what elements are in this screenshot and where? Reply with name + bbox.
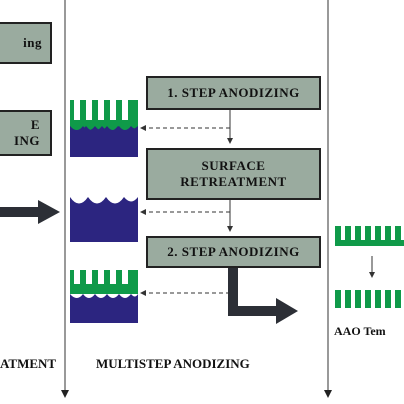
left-box-mid-line1: E xyxy=(30,116,40,132)
left-box-top-label: ing xyxy=(23,34,42,50)
template-strip-top xyxy=(335,226,404,246)
step-retreatment-line2: RETREATMENT xyxy=(180,174,287,189)
step-2-box: 2. STEP ANODIZING xyxy=(146,236,321,268)
template-strip-bottom xyxy=(335,290,404,308)
step-retreatment-line1: SURFACE xyxy=(201,157,266,173)
left-box-top: ing xyxy=(0,22,52,64)
middle-caption: MULTISTEP ANODIZING xyxy=(96,356,250,371)
step-retreatment-box: SURFACE RETREATMENT xyxy=(146,148,321,200)
right-caption: AAO Tem xyxy=(334,324,386,338)
connector-arrowheads xyxy=(140,125,146,296)
column-divider-left xyxy=(61,0,69,398)
step-2-label: 2. STEP ANODIZING xyxy=(167,243,300,259)
step-1-box: 1. STEP ANODIZING xyxy=(146,76,321,110)
sample-2-scalloped-substrate xyxy=(70,197,138,242)
left-caption: ATMENT xyxy=(0,356,57,371)
dashed-connectors xyxy=(146,127,230,294)
big-arrow-left xyxy=(0,200,60,224)
big-bent-arrow xyxy=(228,266,298,324)
sample-3-ordered-oxide xyxy=(70,270,138,323)
left-box-mid-line2: ING xyxy=(13,133,40,148)
sample-1-porous-oxide xyxy=(70,100,138,157)
column-divider-right xyxy=(324,0,332,398)
step-down-arrowheads xyxy=(227,138,233,232)
step-1-label: 1. STEP ANODIZING xyxy=(167,84,300,100)
left-box-mid: E ING xyxy=(0,110,52,156)
template-down-arrow xyxy=(369,256,375,278)
